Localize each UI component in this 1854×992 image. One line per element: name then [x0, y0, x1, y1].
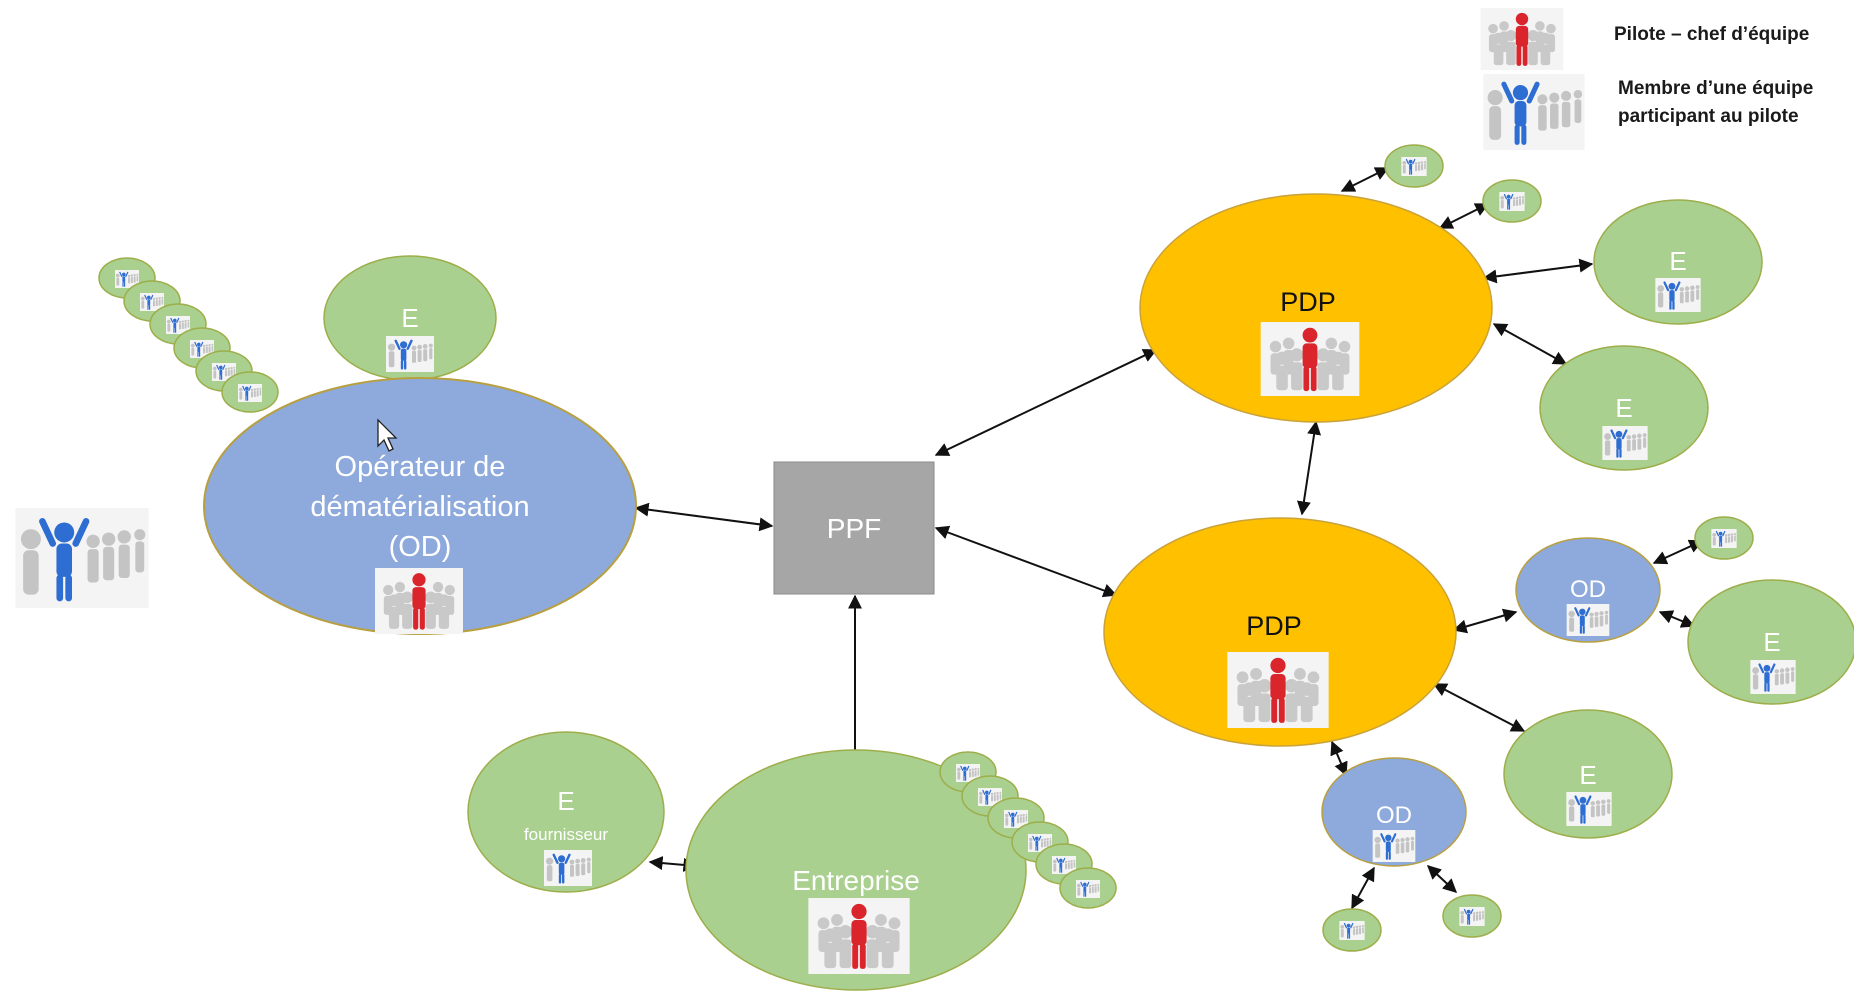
node-e-right-3: E: [1687, 579, 1854, 705]
node-od-right: OD: [1515, 537, 1661, 643]
arrow-ppf-pdp-top: [934, 349, 1158, 456]
od-small-label: OD: [1376, 802, 1412, 829]
mini-member-circle: [1694, 516, 1754, 560]
team-member-icon: [1372, 830, 1416, 862]
arrow-pdp-top-pdp-bottom: [1296, 420, 1322, 516]
connectors: [634, 167, 1704, 910]
arrow-od-ppf: [634, 502, 774, 532]
node-e-label: E: [1763, 627, 1780, 657]
node-pdp-top: PDP: [1139, 193, 1493, 423]
arrow-od-bottom-mini1: [1351, 866, 1375, 910]
team-member-icon: [15, 508, 149, 608]
node-e-fournisseur: E fournisseur: [467, 731, 665, 893]
pdp-bottom-label: PDP: [1246, 611, 1302, 641]
entreprise-label: Entreprise: [792, 865, 920, 896]
arrow-od-right-mini: [1652, 539, 1704, 565]
pilot-team-icon: [808, 898, 910, 974]
mini-member-circle: [1322, 908, 1382, 952]
arrow-pdp-top-e1: [1482, 258, 1594, 284]
od-small-label: OD: [1570, 576, 1606, 603]
team-member-icon: [386, 336, 434, 372]
team-member-icon: [1655, 278, 1701, 312]
arrow-pdp-top-mini1: [1340, 167, 1390, 192]
arrow-pdp-top-e2: [1492, 323, 1568, 365]
pdp-top-label: PDP: [1280, 287, 1336, 317]
legend-pilot-label: Pilote – chef d’équipe: [1614, 24, 1809, 45]
node-e-label: E: [557, 786, 574, 816]
od-main-line1: Opérateur de: [335, 451, 506, 483]
pilot-team-icon: [1480, 8, 1564, 70]
team-member-icon: [1602, 426, 1648, 460]
team-member-icon: [1566, 792, 1612, 826]
node-pdp-bottom: PDP: [1103, 517, 1457, 747]
mini-member-circle: [1442, 894, 1502, 938]
fournisseur-label: fournisseur: [524, 825, 608, 844]
node-entreprise: Entreprise: [685, 749, 1027, 991]
ppf-label: PPF: [827, 513, 881, 544]
node-e-top-left: E: [323, 255, 497, 381]
node-e-right-4: E: [1503, 709, 1673, 839]
od-main-line2: dématérialisation: [310, 491, 529, 523]
mouse-cursor-icon: [377, 418, 398, 452]
arrow-od-bottom-mini2: [1426, 865, 1458, 893]
node-operateur-dematerialisation: Opérateur de dématérialisation (OD): [203, 377, 637, 635]
node-e-label: E: [1669, 246, 1686, 276]
mini-member-circle: [221, 371, 279, 413]
pilot-team-icon: [375, 568, 463, 634]
mini-member-circle: [1059, 867, 1117, 909]
arrow-od-right-e: [1658, 610, 1696, 628]
node-ppf: PPF: [773, 461, 935, 595]
team-member-icon: [1566, 604, 1610, 636]
team-member-icon: [1483, 74, 1585, 150]
node-e-right-1: E: [1593, 199, 1763, 325]
pilot-team-icon: [1227, 652, 1329, 728]
legend-member-label-line1: Membre d’une équipe: [1618, 78, 1813, 99]
mini-member-stack-left: [98, 257, 279, 413]
legend-member-label-line2: participant au pilote: [1618, 106, 1799, 127]
od-main-line3: (OD): [389, 531, 452, 563]
arrow-pdp-bottom-od-right: [1452, 608, 1518, 634]
node-e-label: E: [1615, 393, 1632, 423]
node-od-bottom: OD: [1321, 757, 1467, 867]
legend: Pilote – chef d’équipe Membre d’une équi…: [1480, 8, 1813, 150]
team-member-icon: [1750, 660, 1796, 694]
arrow-ppf-pdp-bottom: [934, 525, 1118, 598]
arrow-pdp-bottom-od-bottom: [1330, 740, 1348, 777]
team-member-icon: [544, 850, 592, 886]
mini-member-circle: [1384, 144, 1444, 188]
mini-member-circle: [1482, 179, 1542, 223]
pilot-team-icon: [1260, 322, 1360, 396]
node-e-label: E: [1579, 760, 1596, 790]
arrow-pdp-top-mini2: [1438, 203, 1490, 229]
node-e-right-2: E: [1539, 345, 1709, 471]
mini-member-stack-entreprise: [939, 751, 1117, 909]
arrow-pdp-bottom-e: [1432, 683, 1526, 732]
node-e-label: E: [401, 303, 418, 333]
